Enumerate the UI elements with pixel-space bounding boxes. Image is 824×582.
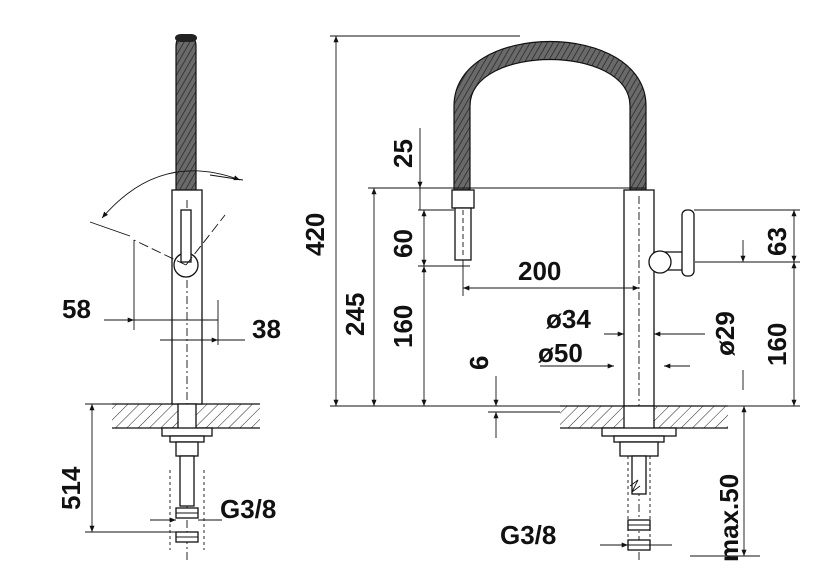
dim-160-left: 160 — [388, 305, 418, 348]
dim-g38-front: G3/8 — [500, 520, 556, 550]
dim-diameter-29: ø29 — [710, 311, 740, 356]
dim-g38-side: G3/8 — [220, 494, 276, 524]
dim-25: 25 — [388, 139, 418, 168]
dim-max50: max.50 — [714, 474, 744, 562]
dim-58: 58 — [62, 294, 91, 324]
dim-60: 60 — [388, 229, 418, 258]
dim-514: 514 — [56, 466, 86, 510]
dim-diameter-50: ø50 — [538, 338, 583, 368]
dim-200: 200 — [518, 256, 561, 286]
dim-diameter-34: ø34 — [546, 304, 591, 334]
front-view — [330, 35, 800, 560]
dim-6: 6 — [464, 356, 494, 370]
dim-420: 420 — [300, 213, 330, 256]
dim-245: 245 — [340, 293, 370, 336]
dim-63: 63 — [762, 227, 792, 256]
dim-38: 38 — [252, 314, 281, 344]
side-hose — [175, 35, 197, 193]
dim-160-right: 160 — [762, 323, 792, 366]
side-view — [85, 34, 260, 560]
front-hose — [453, 40, 647, 191]
